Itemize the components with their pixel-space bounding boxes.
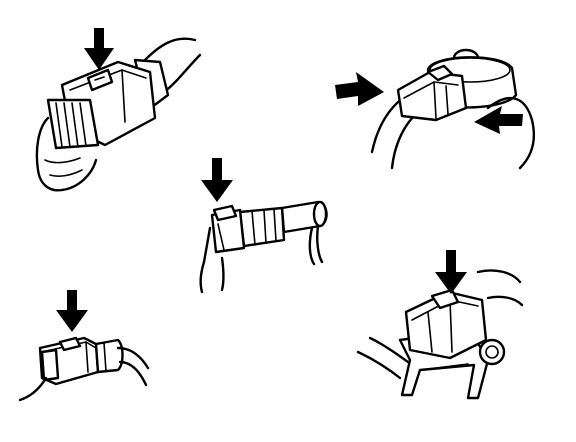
connector-top-left [35,28,202,192]
arrow-down-icon [201,158,233,202]
arrow-down-icon [84,28,114,70]
arrow-down-icon [435,250,467,294]
arrow-left-icon [474,106,523,134]
connector-bottom-right [356,250,524,400]
arrow-down-icon [56,290,88,332]
connector-top-right [335,48,535,170]
connector-bottom-left [18,290,150,402]
connector-center [199,158,328,294]
arrow-right-icon [335,72,384,106]
